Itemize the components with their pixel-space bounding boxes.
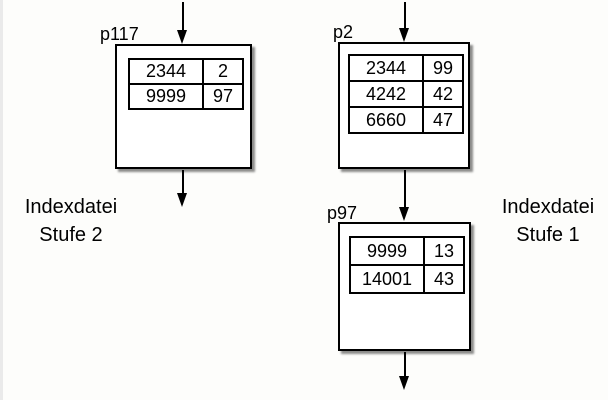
pointer-cell: 99: [422, 54, 464, 82]
caption-line-1: Indexdatei: [501, 196, 595, 218]
arrow-p2-to-p97: [399, 170, 410, 221]
arrow-shaft: [403, 352, 406, 378]
pointer-cell: 2: [202, 58, 244, 85]
table-row: 14001 43: [349, 264, 465, 294]
arrow-shaft: [181, 2, 184, 32]
arrowhead-down-icon: [399, 207, 409, 221]
arrow-into-p2: [399, 2, 410, 42]
arrow-out-of-p97: [399, 352, 410, 390]
node-p117: 2344 2 9999 97: [115, 44, 252, 169]
table-row: 2344 99: [348, 54, 464, 82]
caption-indexdatei-stufe-1: Indexdatei Stufe 1: [489, 193, 607, 249]
pointer-cell: 13: [423, 236, 465, 266]
pointer-cell: 42: [422, 80, 464, 108]
key-cell: 14001: [349, 264, 425, 294]
node-p2: 2344 99 4242 42 6660 47: [338, 42, 470, 169]
key-cell: 9999: [349, 236, 425, 266]
arrow-out-of-p117: [177, 170, 188, 207]
table-row: 4242 42: [348, 80, 464, 108]
key-cell: 9999: [128, 83, 204, 110]
arrow-shaft: [403, 2, 406, 30]
key-cell: 4242: [348, 80, 424, 108]
table-row: 2344 2: [128, 58, 244, 85]
caption-indexdatei-stufe-2: Indexdatei Stufe 2: [12, 193, 130, 249]
arrow-shaft: [403, 170, 406, 209]
arrowhead-down-icon: [177, 30, 187, 44]
index-table-p97: 9999 13 14001 43: [349, 236, 465, 294]
node-label-p117: p117: [100, 24, 139, 44]
arrowhead-down-icon: [399, 28, 409, 42]
caption-line-2: Stufe 2: [39, 224, 103, 246]
table-row: 6660 47: [348, 106, 464, 134]
pointer-cell: 97: [202, 83, 244, 110]
table-row: 9999 97: [128, 83, 244, 110]
key-cell: 2344: [128, 58, 204, 85]
pointer-cell: 47: [422, 106, 464, 134]
table-row: 9999 13: [349, 236, 465, 266]
node-p97: 9999 13 14001 43: [338, 222, 471, 351]
arrowhead-down-icon: [399, 376, 409, 390]
node-label-p97: p97: [327, 203, 358, 223]
node-label-p2: p2: [333, 22, 354, 42]
caption-line-2: Stufe 1: [516, 224, 580, 246]
key-cell: 6660: [348, 106, 424, 134]
index-table-p117: 2344 2 9999 97: [128, 58, 244, 110]
key-cell: 2344: [348, 54, 424, 82]
arrow-into-p117: [177, 2, 188, 44]
index-table-p2: 2344 99 4242 42 6660 47: [348, 54, 464, 134]
page-edge: [0, 0, 3, 400]
caption-line-1: Indexdatei: [24, 196, 118, 218]
pointer-cell: 43: [423, 264, 465, 294]
arrowhead-down-icon: [177, 193, 187, 207]
arrow-shaft: [181, 170, 184, 195]
